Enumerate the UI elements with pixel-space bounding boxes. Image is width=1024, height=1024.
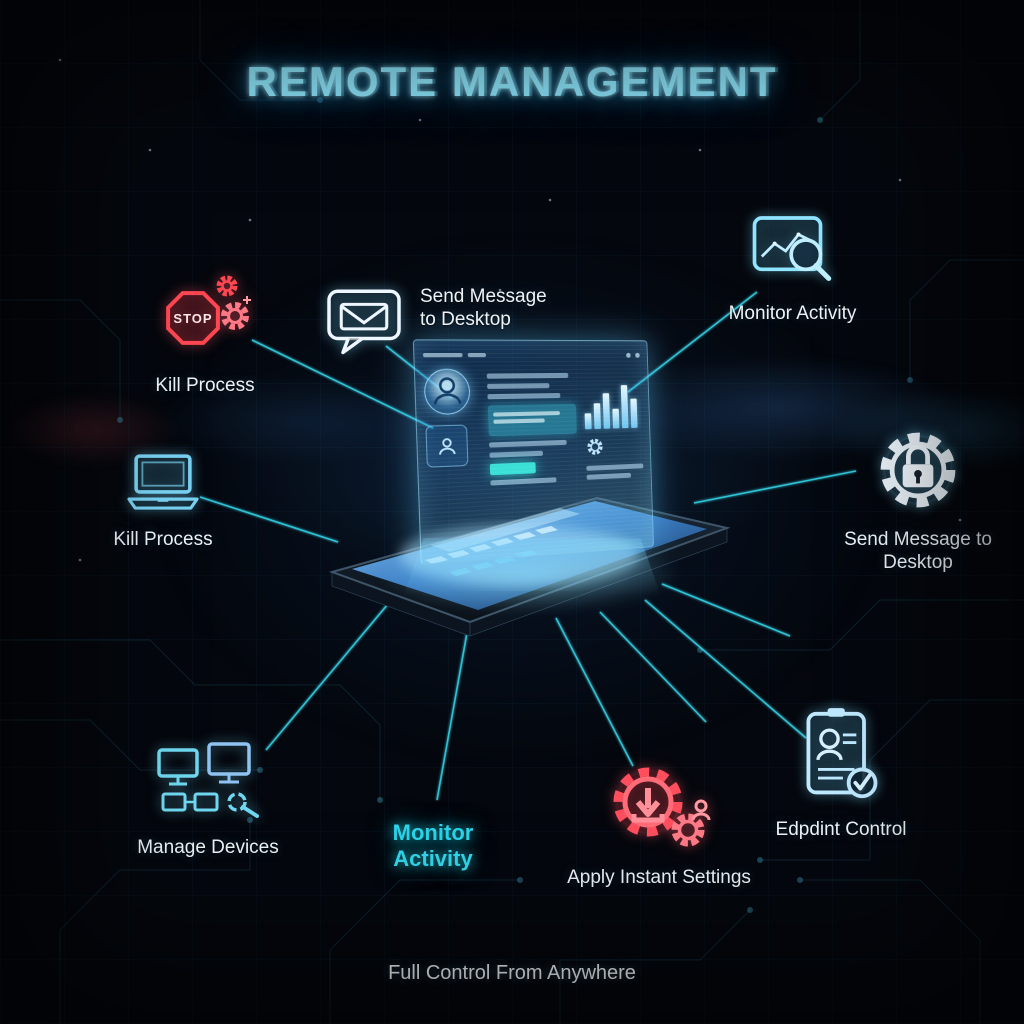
node-kill-process-top: STOP Kill Process — [120, 268, 290, 398]
holo-gear-icon — [585, 435, 643, 462]
stop-gears-icon: STOP — [153, 268, 257, 362]
node-label: Monitor Activity — [392, 820, 474, 872]
chart-magnifier-icon — [749, 212, 837, 290]
node-label: Manage Devices — [137, 837, 279, 858]
skeleton-line — [487, 392, 561, 400]
skeleton-line — [586, 472, 632, 480]
skeleton-line — [493, 411, 560, 417]
node-label: Apply Instant Settings — [567, 867, 751, 888]
gear-lock-icon — [872, 424, 964, 516]
node-label: Monitor Activity — [728, 303, 857, 324]
skeleton-line — [586, 463, 644, 471]
node-label: Kill Process — [113, 529, 213, 550]
holographic-dashboard — [412, 339, 654, 566]
node-monitor-activity-bottom: Monitor Activity — [372, 812, 494, 873]
skeleton-line — [490, 477, 557, 486]
node-kill-process-left: Kill Process — [78, 450, 248, 552]
skeleton-line — [493, 418, 545, 424]
node-label: Send Message to Desktop — [844, 529, 992, 573]
tagline: Full Control From Anywhere — [388, 962, 636, 984]
holo-chart-bar — [584, 413, 592, 430]
gear-download-icon — [604, 758, 714, 854]
skeleton-line — [489, 439, 567, 448]
node-label: Kill Process — [155, 375, 255, 396]
holo-chart-bar — [630, 398, 638, 428]
skeleton-line — [486, 372, 569, 379]
holo-highlight-rows — [487, 403, 577, 437]
id-card-check-icon — [795, 706, 887, 806]
person-icon — [435, 434, 459, 458]
node-monitor-activity-top: Monitor Activity — [690, 212, 895, 326]
user-tile — [425, 424, 469, 468]
svg-text:STOP: STOP — [173, 311, 212, 326]
window-dot — [626, 352, 631, 358]
holo-text-lines — [486, 368, 579, 491]
holo-chart-bar — [602, 393, 611, 429]
node-endpoint-control: Edpdint Control — [740, 706, 942, 842]
holo-right-column — [583, 367, 644, 485]
skeleton-line — [487, 383, 550, 390]
laptop-icon — [120, 450, 206, 516]
holo-chart-bar — [593, 403, 601, 430]
chat-envelope-icon — [322, 282, 406, 360]
holo-chart-bar — [612, 408, 620, 429]
holo-left-column — [423, 368, 481, 493]
node-send-message-top: Send Message to Desktop — [322, 282, 558, 360]
holo-chart-bar — [620, 385, 629, 429]
holo-bar-chart — [583, 367, 642, 430]
user-avatar — [423, 368, 471, 416]
multi-devices-icon — [153, 740, 263, 824]
holo-action-chip — [489, 462, 536, 476]
window-dot — [635, 352, 640, 358]
node-send-message-right: Send Message to Desktop — [828, 424, 1008, 575]
node-manage-devices: Manage Devices — [108, 740, 308, 860]
skeleton-line — [489, 450, 544, 458]
node-label: Send Message to Desktop — [420, 286, 547, 330]
node-apply-instant-settings: Apply Instant Settings — [545, 758, 773, 890]
node-label: Edpdint Control — [775, 819, 907, 840]
person-icon — [426, 370, 469, 412]
page-title: REMOTE MANAGEMENT — [246, 58, 778, 105]
